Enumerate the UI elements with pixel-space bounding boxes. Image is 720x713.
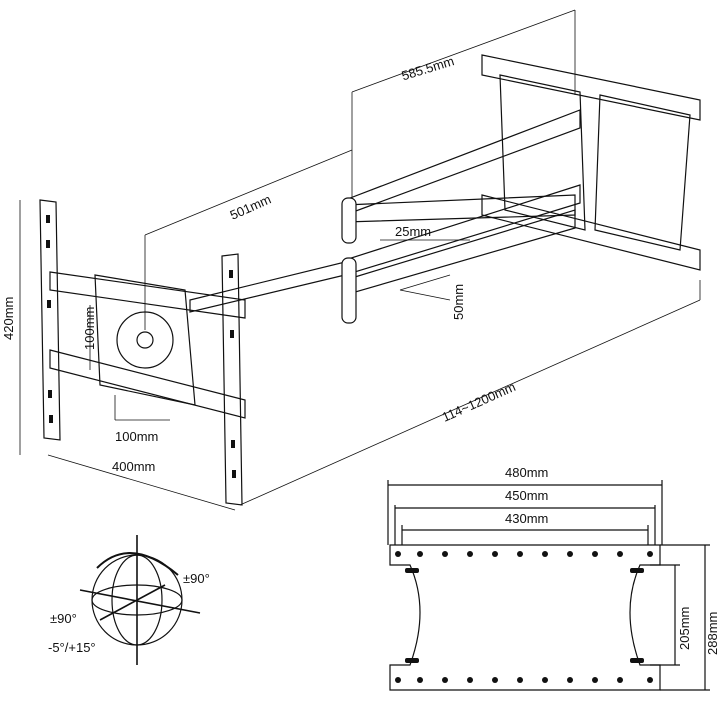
dim-vesa-center-vertical: 100mm [82,306,97,350]
dim-plate-width-480: 480mm [505,465,549,480]
wall-plate-3d [481,54,701,271]
vesa-bracket [39,199,246,506]
rotation-tilt-label: -5°/+15° [48,640,96,655]
rail-holes [46,215,236,478]
dim-vesa-height: 420mm [1,296,16,340]
rotation-rotate-label: ±90° [50,611,77,626]
dim-plate-height-288: 288mm [705,611,720,655]
dim-plate-width-450: 450mm [505,488,549,503]
rotation-swivel-label: ±90° [183,571,210,586]
dim-vesa-center-horizontal: 100mm [115,429,159,444]
wall-plate-flat [387,480,710,691]
dim-vesa-width: 400mm [112,459,156,474]
wall-plate-holes [395,551,653,683]
dim-arm-width: 25mm [395,224,432,239]
dim-arm-height: 50mm [451,283,466,320]
dim-plate-height-205: 205mm [677,606,692,650]
rotation-sphere-icon [79,535,201,665]
dimension-lines [19,9,701,511]
extension-arm [189,109,581,324]
dim-plate-width-430: 430mm [505,511,549,526]
